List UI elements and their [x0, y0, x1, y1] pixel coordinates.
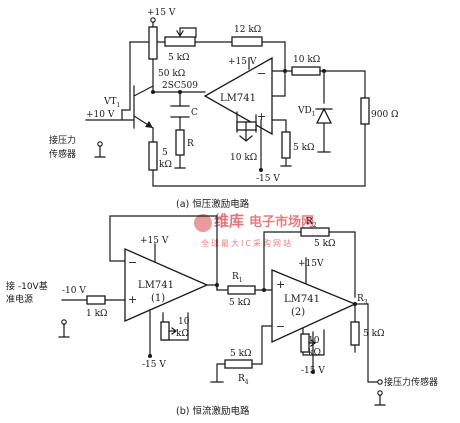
resistor-r — [175, 129, 185, 156]
opamp1-label: LM741 — [138, 280, 174, 291]
opamp2-num: (2) — [291, 307, 305, 318]
watermark-site: 电子市场网 — [249, 214, 314, 230]
r3-value: 5 kΩ — [363, 329, 385, 339]
pot1-label: 10 — [178, 317, 190, 327]
opamp-a-label: LM741 — [220, 93, 256, 104]
caption-a: (a) 恒压激励电路 — [176, 198, 250, 210]
opamp-lm741-1 — [124, 248, 209, 322]
source-label-1: 接 -10V基 — [6, 280, 48, 292]
supply-neg-a: -15 V — [256, 174, 280, 184]
r-in-label: 1 kΩ — [86, 309, 108, 319]
input-voltage-a: +10 V — [86, 110, 115, 120]
transistor-arrow — [145, 121, 153, 128]
opamp-lm741-2 — [271, 269, 357, 344]
resistor-r4 — [224, 359, 253, 369]
opamp1-minus: − — [128, 256, 137, 269]
r-load-label: 900 Ω — [371, 110, 399, 120]
r1-ref: R1 — [232, 272, 243, 284]
pot-top-label: 5 kΩ — [168, 53, 190, 63]
opamp2-minus: − — [276, 320, 285, 333]
pot2-label: 10 — [308, 336, 320, 346]
opamp1-supply-pos: +15 V — [140, 236, 169, 246]
opamp-a-plus: + — [257, 110, 266, 123]
diode-vd1 — [315, 107, 333, 124]
opamp2-label: LM741 — [284, 294, 320, 305]
opamp1-supply-neg: -15 V — [142, 360, 166, 370]
resistor-r1 — [227, 285, 256, 295]
sensor-label-a-2: 传感器 — [49, 148, 76, 160]
transistor-vt1 — [133, 85, 154, 129]
transistor-part-label: 2SC509 — [162, 81, 198, 91]
sensor-terminal-b — [377, 379, 383, 385]
r-feedback-label: 12 kΩ — [234, 25, 261, 35]
r4-ref: R4 — [238, 374, 249, 386]
pot-offset-label: 10 kΩ — [230, 153, 257, 163]
capacitor-c — [170, 105, 190, 118]
opamp2-supply-pos: +15V — [298, 259, 324, 269]
pot-10k-1 — [160, 321, 170, 341]
resistor-1k-in — [86, 295, 106, 305]
circuit-b: LM741 (1) − + +15 V 接 -10V基 准电源 -10 V 1 … — [6, 215, 438, 417]
watermark-logo-icon — [194, 214, 212, 232]
supply-top-label: +15 V — [147, 8, 176, 18]
resistor-5k-plus — [281, 131, 291, 159]
sensor-label-a-1: 接压力 — [49, 134, 76, 146]
r-emitter-label-2: kΩ — [159, 160, 172, 170]
input-voltage-b: -10 V — [62, 286, 86, 296]
resistor-900 — [360, 97, 370, 125]
r4-value: 5 kΩ — [230, 349, 252, 359]
sensor-label-b: 接压力传感器 — [384, 376, 438, 388]
diode-ref: VD1 — [297, 106, 316, 118]
resistor-r3 — [350, 321, 360, 346]
r2-ref: R2 — [306, 217, 317, 229]
resistor-50k — [148, 26, 158, 60]
r-out-label: 10 kΩ — [293, 55, 320, 65]
watermark-slogan: 全球最大IC采购网站 — [201, 238, 293, 248]
r2-value: 5 kΩ — [314, 239, 336, 249]
circuit-a: +15 V 5 kΩ 12 kΩ 50 kΩ 2SC509 VT1 +10 V … — [49, 8, 399, 210]
opamp2-plus: + — [276, 278, 285, 291]
r-emitter-label-1: 5 — [162, 148, 168, 158]
pot-5k-top — [164, 36, 196, 47]
resistor-5k-emitter — [148, 141, 158, 171]
resistor-r2 — [300, 227, 330, 237]
opamp-a-supply-pos: +15 V — [228, 57, 257, 67]
r-plus-label: 5 kΩ — [293, 143, 315, 153]
opamp2-supply-neg: -15 V — [301, 366, 325, 376]
pot1-unit: kΩ — [176, 329, 189, 339]
resistor-10k-out — [291, 66, 321, 76]
r1-value: 5 kΩ — [229, 298, 251, 308]
resistor-r-label: R — [187, 139, 194, 149]
opamp-a-minus: − — [257, 67, 266, 80]
watermark: 维库 电子市场网 全球最大IC采购网站 — [194, 212, 314, 248]
source-label-2: 准电源 — [6, 293, 33, 305]
resistor-12k — [231, 36, 263, 47]
opamp1-num: (1) — [151, 293, 165, 304]
watermark-brand: 维库 — [214, 212, 244, 230]
pot2-unit: kΩ — [308, 348, 321, 358]
opamp1-plus: + — [128, 293, 137, 306]
r-base-label: 50 kΩ — [158, 69, 185, 79]
r3-ref: R3 — [357, 294, 368, 306]
cap-label: C — [191, 108, 198, 118]
transistor-ref: VT1 — [103, 97, 120, 109]
caption-b: (b) 恒流激励电路 — [176, 405, 250, 417]
